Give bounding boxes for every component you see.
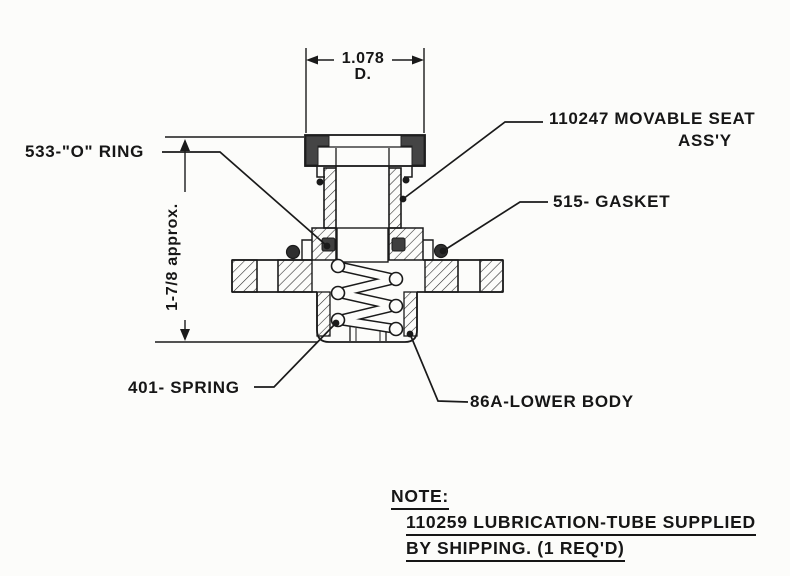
callout-gasket: 515- GASKET — [553, 192, 671, 211]
leader-lines — [162, 121, 548, 403]
diameter-dimension-value: 1.078 — [341, 50, 385, 67]
lower-body — [316, 291, 418, 343]
callout-o-ring: 533-"O" RING — [25, 142, 144, 161]
callout-spring: 401- SPRING — [128, 378, 240, 397]
seat-neck-region — [301, 227, 434, 263]
note-heading: NOTE: — [391, 487, 449, 510]
callout-movable-seat-line1: 110247 MOVABLE SEAT — [549, 109, 756, 128]
upper-body-cylinder — [323, 148, 402, 229]
flange — [231, 243, 504, 293]
spring-coils — [330, 258, 404, 337]
height-dimension — [155, 136, 318, 343]
diameter-dimension-suffix: D. — [354, 66, 372, 83]
movable-seat-cap — [304, 134, 426, 186]
callout-lower-body: 86A-LOWER BODY — [470, 392, 634, 411]
callout-movable-seat-line2: ASS'Y — [678, 131, 732, 150]
diameter-dimension — [305, 48, 425, 133]
note-line2: BY SHIPPING. (1 REQ'D) — [406, 539, 625, 562]
height-dimension-value: 1-7/8 approx. — [164, 203, 181, 311]
note-line1: 110259 LUBRICATION-TUBE SUPPLIED — [406, 513, 756, 536]
